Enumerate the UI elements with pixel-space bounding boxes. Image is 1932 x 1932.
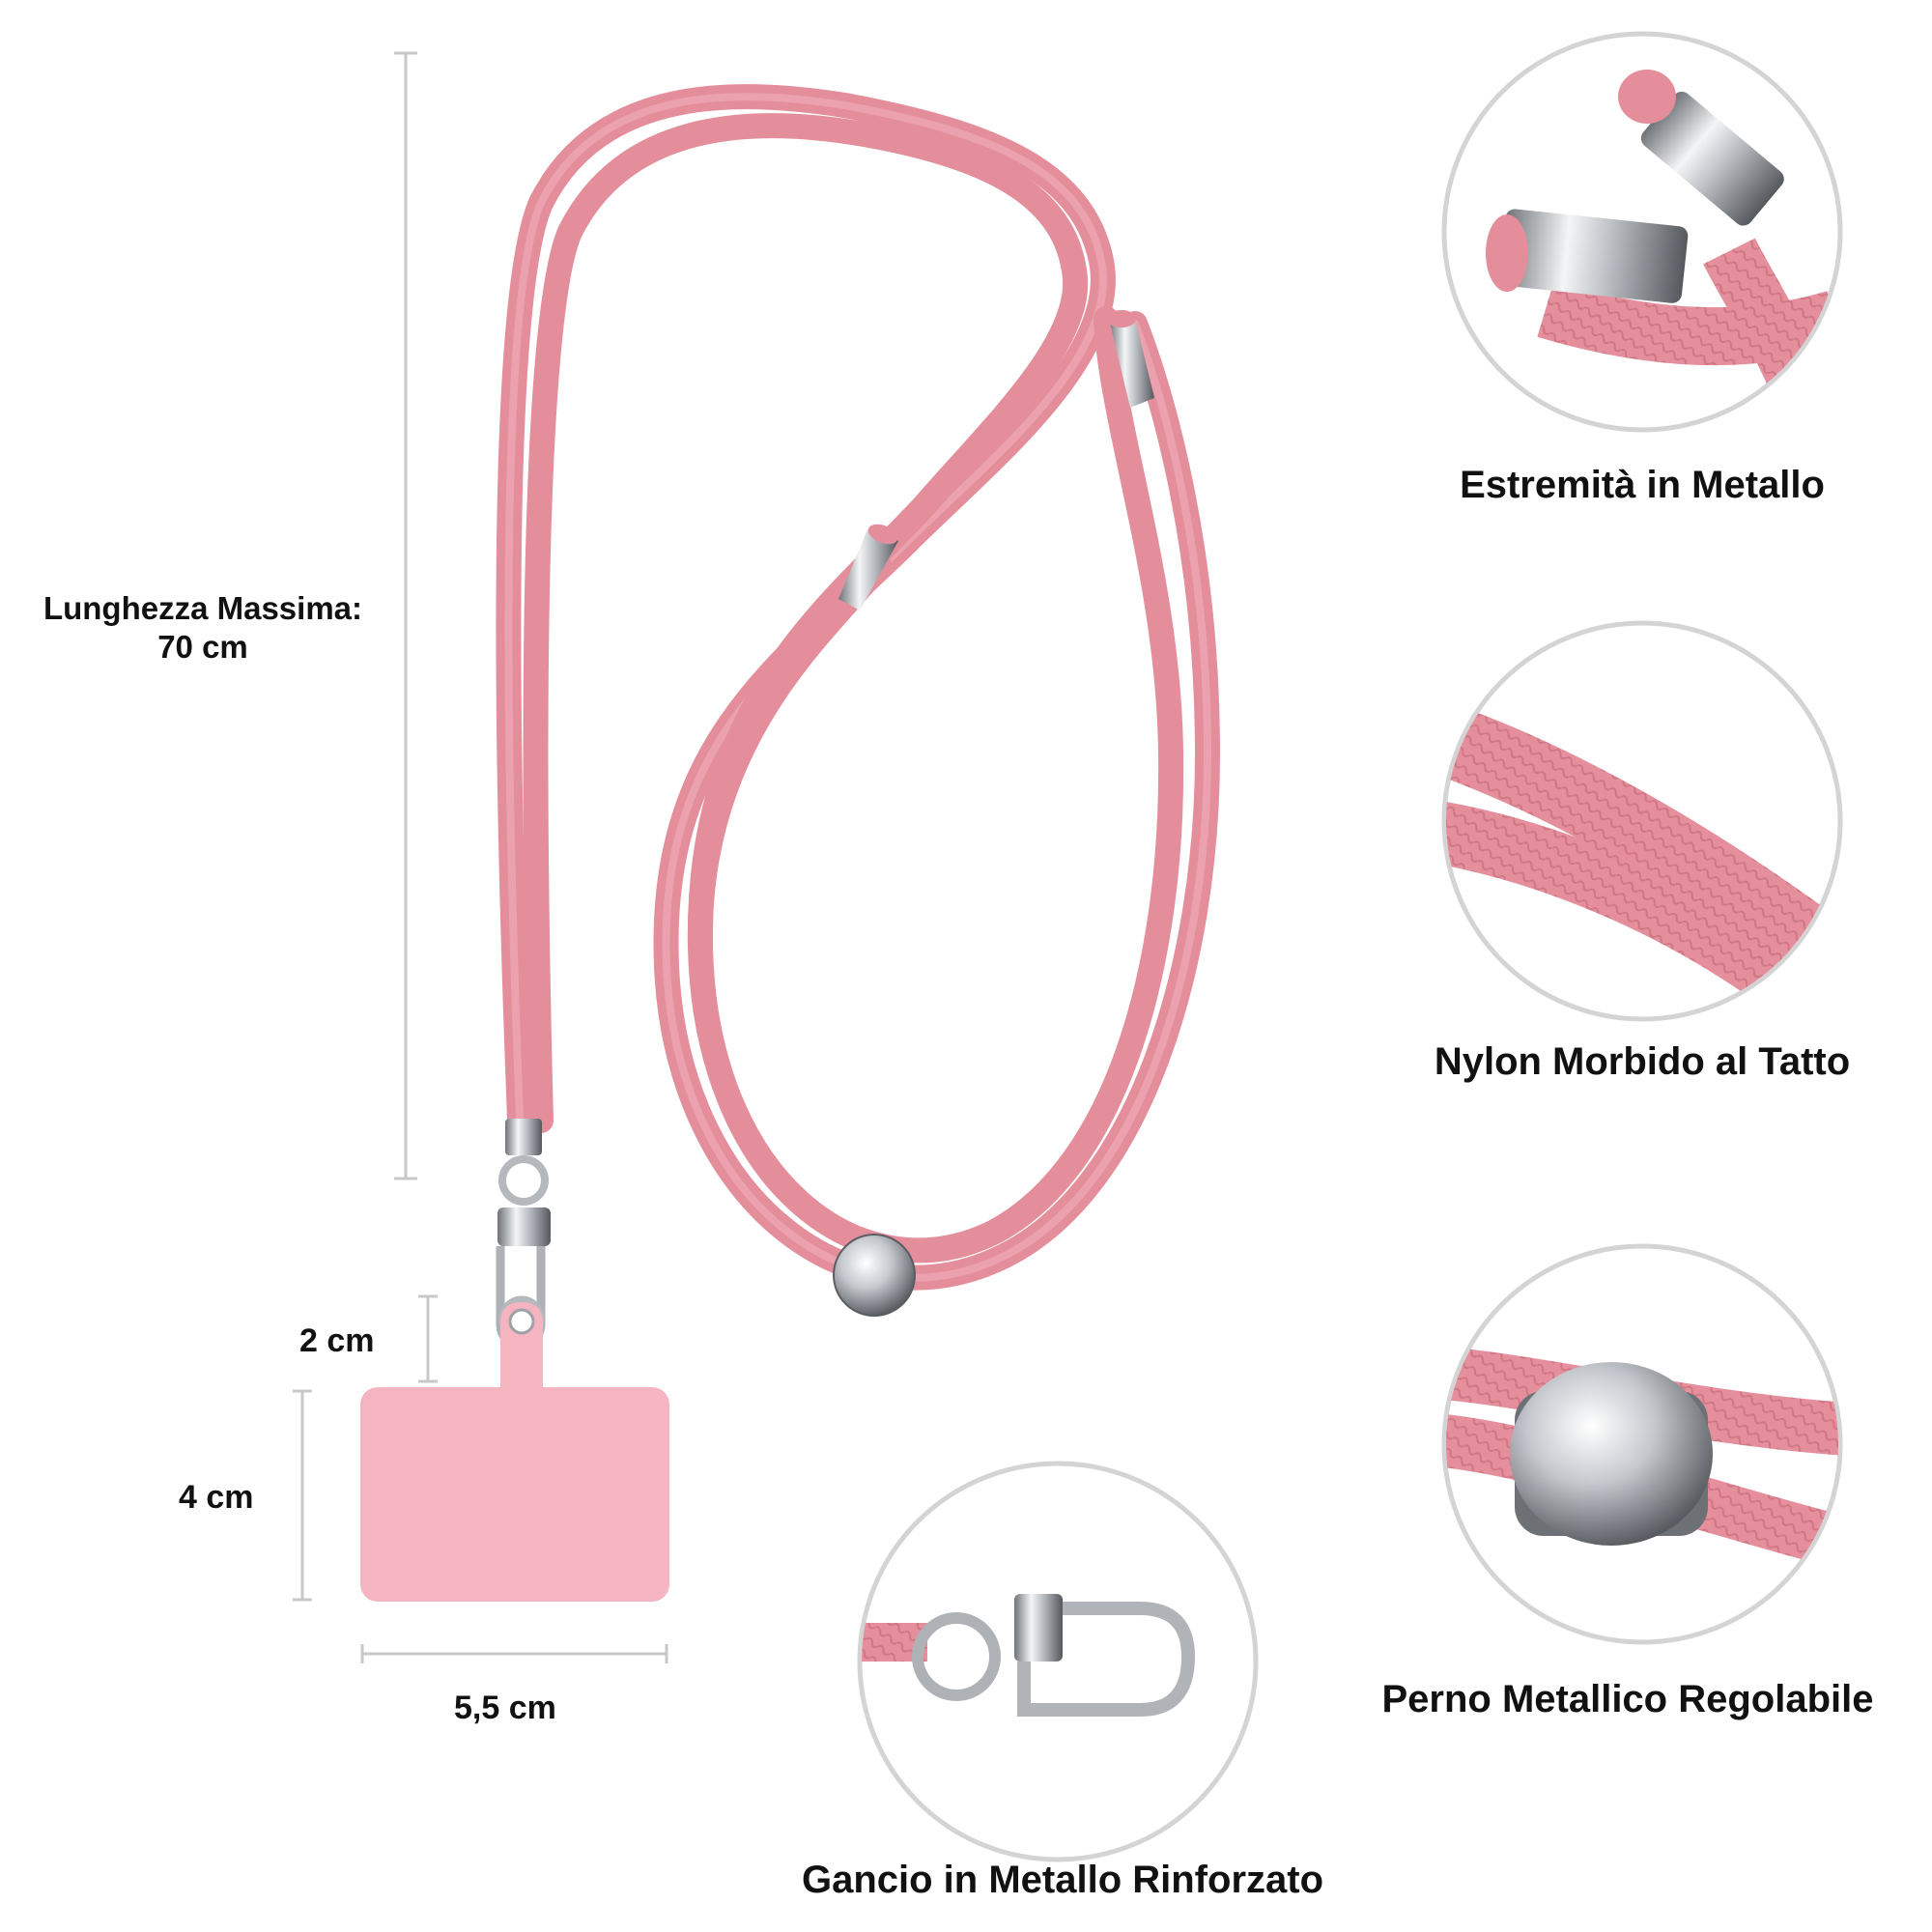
- length-dimension-line: [394, 51, 417, 1180]
- caption-soft-nylon: Nylon Morbido al Tatto: [1434, 1040, 1851, 1083]
- detail-circle-hook: [857, 1461, 1259, 1862]
- tab-height-label: 2 cm: [299, 1322, 375, 1359]
- adjustable-metal-bead: [833, 1234, 916, 1317]
- caption-metal-tips: Estremità in Metallo: [1460, 464, 1825, 506]
- phone-card-tab: [360, 1302, 669, 1602]
- max-length-title: Lunghezza Massima:: [43, 590, 363, 626]
- detail-circle-nylon: [1441, 620, 1843, 1022]
- caption-reinforced-hook: Gancio in Metallo Rinforzato: [801, 1859, 1324, 1901]
- tab-height-dimension-line: [418, 1294, 438, 1383]
- detail-circle-pin: [1441, 1243, 1843, 1645]
- detail-circle-metal-tips: [1441, 31, 1843, 433]
- card-width-label: 5,5 cm: [454, 1690, 556, 1726]
- cord-metal-tip-upper: [1107, 310, 1154, 408]
- card-height-dimension-line: [293, 1389, 312, 1602]
- card-width-dimension-line: [360, 1644, 668, 1663]
- max-length-value: 70 cm: [157, 628, 248, 665]
- lanyard-cord: [496, 84, 1221, 1291]
- caption-adjustable-pin: Perno Metallico Regolabile: [1381, 1678, 1874, 1720]
- cord-metal-tip-lower: [838, 524, 898, 611]
- max-length-label: Lunghezza Massima: 70 cm: [19, 589, 386, 666]
- card-height-label: 4 cm: [179, 1479, 254, 1516]
